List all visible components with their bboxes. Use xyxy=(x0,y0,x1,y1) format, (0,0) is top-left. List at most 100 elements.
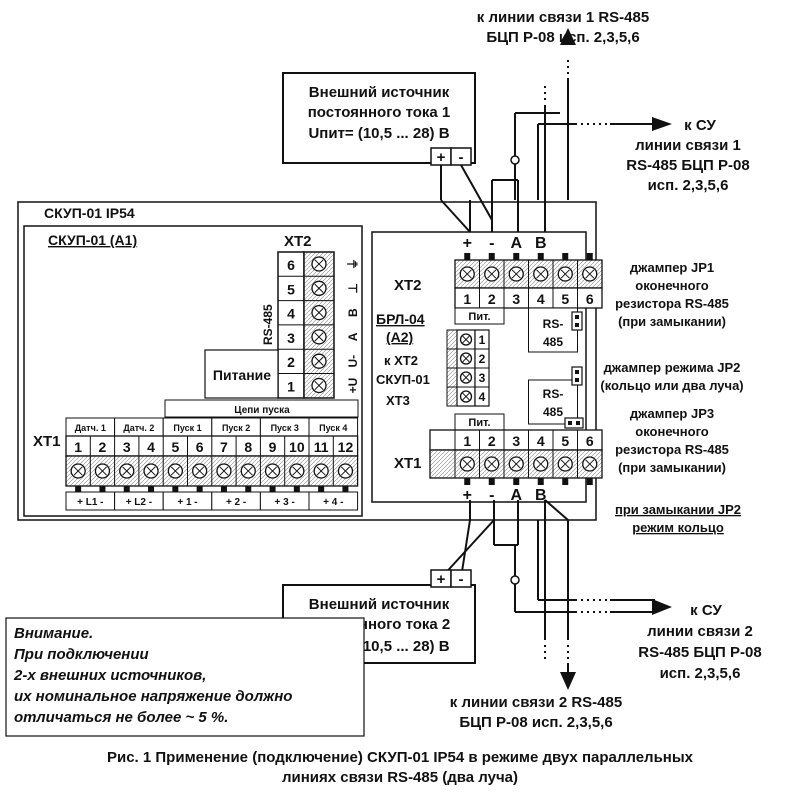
brl-xt3: ХТ3 xyxy=(386,393,410,408)
jumper-jp3-text: оконечного xyxy=(635,424,709,439)
xt1-left-number: 4 xyxy=(147,439,155,455)
arrow-up-link1 xyxy=(560,28,576,45)
inner-board-a1 xyxy=(23,225,363,517)
terminal-number: 6 xyxy=(586,291,594,307)
xt2-right-title: ХТ2 xyxy=(394,277,422,294)
terminal-number: 4 xyxy=(537,291,545,307)
xt1-left-bottom-label: + 2 - xyxy=(226,497,246,508)
xt1-left-bottom-label: + 1 - xyxy=(177,497,197,508)
xt3-number: 3 xyxy=(479,371,486,385)
su-link-1-line2: линии связи 1 xyxy=(635,137,741,154)
power-label-box xyxy=(204,349,279,399)
bottom-link-line2: БЦП Р-08 исп. 2,3,5,6 xyxy=(459,714,612,731)
top-link-line2: БЦП Р-08 исп. 2,3,5,6 xyxy=(486,29,639,46)
top-wiring xyxy=(440,60,655,233)
jp2-note-line1: при замыкании JP2 xyxy=(615,502,741,517)
xt2-left-power-label: Питание xyxy=(213,367,271,383)
warning-line-1: Внимание. xyxy=(14,625,93,642)
jumper-jp3-text: резистора RS-485 xyxy=(615,442,729,457)
su-link-1-line3: RS-485 БЦП Р-08 xyxy=(626,157,749,174)
jp2-note-line2: режим кольцо xyxy=(632,520,724,535)
su-link-1-line1: к СУ xyxy=(684,117,716,134)
jumper-jp3-text: джампер JP3 xyxy=(630,406,714,421)
xt2-left-signal: +U xyxy=(346,378,360,394)
inner-box-title: СКУП-01 (А1) xyxy=(48,232,137,248)
psu-2-minus: - xyxy=(459,571,464,588)
psu-2-plus: + xyxy=(437,571,446,588)
jumper-jp1-text: оконечного xyxy=(635,278,709,293)
xt1-left-number: 12 xyxy=(338,439,354,455)
xt2-left-rs-label: RS-485 xyxy=(261,304,275,345)
terminal-number: 2 xyxy=(488,433,496,449)
su-link-2-line1: к СУ xyxy=(690,602,722,619)
terminal-sign: B xyxy=(535,487,547,504)
terminal-sign: - xyxy=(489,487,494,504)
terminal-number: 4 xyxy=(537,433,545,449)
xt2-left-number: 3 xyxy=(287,330,295,346)
xt1-left-group-label: Пуск 3 xyxy=(271,423,299,433)
terminal-number: 1 xyxy=(463,433,471,449)
rs-label: RS- xyxy=(543,387,564,401)
xt2-left-signal: A xyxy=(346,332,360,341)
rs-label-num: 485 xyxy=(543,335,563,349)
caption-line-2: линиях связи RS-485 (два луча) xyxy=(282,769,518,786)
terminal-number: 1 xyxy=(463,291,471,307)
terminal-number: 3 xyxy=(512,433,520,449)
warning-line-5: отличаться не более ~ 5 %. xyxy=(14,709,228,726)
jumper-jp2-text: джампер режима JP2 xyxy=(604,360,741,375)
warning-line-2: При подключении xyxy=(14,646,149,663)
xt2-left-number: 6 xyxy=(287,257,295,273)
outer-enclosure xyxy=(17,201,597,521)
xt1-left-group-label: Пуск 4 xyxy=(319,423,347,433)
brl-board xyxy=(371,231,587,503)
xt1-left-group-label: Пуск 2 xyxy=(222,423,250,433)
brl-title: БРЛ-04 xyxy=(376,311,425,327)
arrow-down-link2 xyxy=(560,672,576,690)
su-link-2-line4: исп. 2,3,5,6 xyxy=(660,665,741,682)
terminal-sign: + xyxy=(463,235,472,252)
xt2-left-number: 5 xyxy=(287,281,295,297)
xt1-left-bottom-label: + 4 - xyxy=(323,497,343,508)
xt1-left-group-label: Датч. 2 xyxy=(123,423,154,433)
terminal-sign: B xyxy=(535,235,547,252)
warning-line-4: их номинальное напряжение должно xyxy=(14,688,292,705)
xt1-left-number: 7 xyxy=(220,439,228,455)
xt1-left-bottom-label: + L2 - xyxy=(126,497,152,508)
pit-label: Пит. xyxy=(468,417,490,429)
psu-1-line1: Внешний источник xyxy=(309,84,450,101)
terminal-number: 2 xyxy=(488,291,496,307)
xt1-left-title: ХТ1 xyxy=(33,433,61,450)
brl-note-1: к ХТ2 xyxy=(384,353,418,368)
jumper-jp2 xyxy=(571,366,583,386)
su-link-2-line2: линии связи 2 xyxy=(647,623,753,640)
su-link-1-line4: исп. 2,3,5,6 xyxy=(648,177,729,194)
psu-1-line3: Uпит= (10,5 ... 28) В xyxy=(308,125,449,142)
xt3-number: 1 xyxy=(479,333,486,347)
caption-line-1: Рис. 1 Применение (подключение) СКУП-01 … xyxy=(107,749,694,766)
arrow-right-su1 xyxy=(652,117,672,131)
rs-label: RS- xyxy=(543,317,564,331)
xt1-left-number: 1 xyxy=(74,439,82,455)
psu-2-line1: Внешний источник xyxy=(309,596,450,613)
xt2-left-signal: B xyxy=(346,308,360,317)
psu-1-line2: постоянного тока 1 xyxy=(308,104,451,121)
jumper-jp1 xyxy=(571,311,583,331)
arrow-right-su2 xyxy=(652,599,672,615)
warning-box xyxy=(5,617,365,737)
terminal-number: 5 xyxy=(561,291,569,307)
xt2-left-signal: U- xyxy=(346,355,360,368)
xt1-left-group-header: Цепи пуска xyxy=(234,405,290,416)
xt2-left-signal: ⊥ xyxy=(346,283,360,293)
xt3-number: 2 xyxy=(479,352,486,366)
xt2-left-number: 4 xyxy=(287,306,295,322)
psu-1-box: Внешний источник постоянного тока 1 Uпит… xyxy=(282,72,476,166)
xt1-left-bottom-label: + L1 - xyxy=(77,497,103,508)
terminal-sign: A xyxy=(510,487,522,504)
jumper-jp3-text: (при замыкании) xyxy=(618,460,726,475)
psu-1-minus: - xyxy=(459,149,464,166)
terminal-sign: A xyxy=(510,235,522,252)
top-link-line1: к линии связи 1 RS-485 xyxy=(477,9,649,26)
xt1-left-number: 8 xyxy=(244,439,252,455)
xt2-left-number: 2 xyxy=(287,354,295,370)
